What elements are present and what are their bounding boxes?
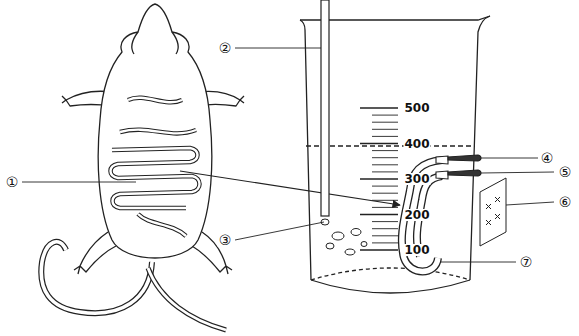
tick-mark bbox=[372, 122, 398, 123]
tick-mark bbox=[360, 249, 398, 250]
tick-mark bbox=[372, 150, 398, 151]
tick-mark bbox=[372, 129, 398, 130]
callout-number: ⑥ bbox=[558, 195, 573, 209]
callout-number: ② bbox=[218, 41, 233, 55]
callout-number: ⑤ bbox=[558, 165, 573, 179]
callout-number: ③ bbox=[218, 233, 233, 247]
tick-mark bbox=[372, 164, 398, 165]
clamp bbox=[436, 155, 481, 179]
bubbles bbox=[321, 219, 367, 255]
tick-mark bbox=[372, 171, 398, 172]
tick-mark bbox=[372, 221, 398, 222]
tick-mark bbox=[372, 235, 398, 236]
tick-mark bbox=[372, 242, 398, 243]
transfer-arrow bbox=[180, 171, 400, 205]
tick-mark bbox=[360, 107, 398, 108]
graduation-marks bbox=[360, 108, 398, 250]
tick-mark bbox=[372, 115, 398, 116]
tick-mark bbox=[372, 157, 398, 158]
leader-lines bbox=[22, 48, 554, 262]
tick-mark bbox=[360, 178, 398, 179]
scale-number: 300 bbox=[403, 173, 430, 185]
callout-number: ① bbox=[5, 175, 20, 189]
tick-mark bbox=[372, 207, 398, 208]
scale-number: 100 bbox=[403, 244, 430, 256]
tick-mark bbox=[360, 143, 398, 144]
scale-number: 400 bbox=[403, 138, 430, 150]
tick-mark bbox=[372, 136, 398, 137]
rat bbox=[41, 4, 244, 330]
tick-mark bbox=[372, 186, 398, 187]
tick-mark bbox=[372, 200, 398, 201]
label-paper bbox=[480, 178, 506, 246]
tick-mark bbox=[360, 214, 398, 215]
callout-number: ⑦ bbox=[519, 255, 534, 269]
tick-mark bbox=[372, 193, 398, 194]
scale-number: 200 bbox=[403, 209, 430, 221]
scale-number: 500 bbox=[403, 102, 430, 114]
callout-number: ④ bbox=[540, 151, 555, 165]
tick-mark bbox=[372, 228, 398, 229]
glass-tube bbox=[321, 0, 329, 216]
